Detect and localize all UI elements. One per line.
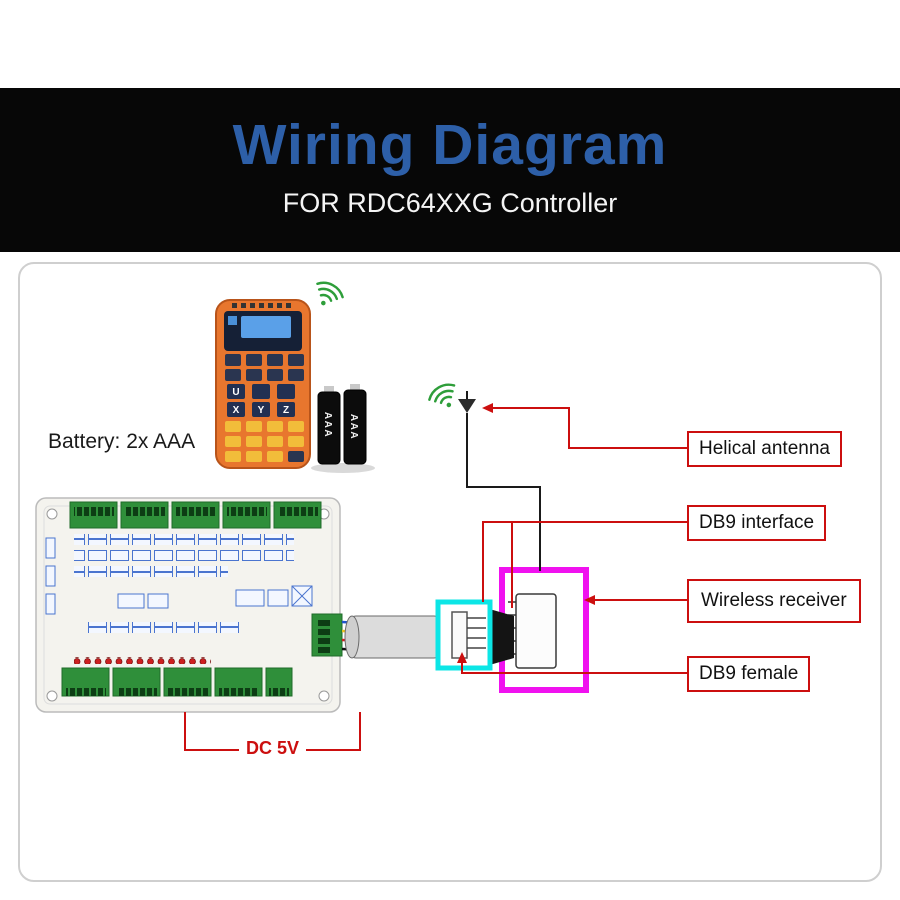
page-title: Wiring Diagram <box>232 113 668 177</box>
page-subtitle: FOR RDC64XXG Controller <box>282 188 618 218</box>
callout-wireless-receiver: Wireless receiver <box>687 579 861 623</box>
header-banner: Wiring Diagram FOR RDC64XXG Controller <box>0 88 900 252</box>
diagram-panel <box>18 262 882 882</box>
dc5v-label: DC 5V <box>239 737 307 760</box>
callout-db9-female: DB9 female <box>687 656 811 692</box>
callout-db9-interface: DB9 interface <box>687 505 827 541</box>
callout-helical-antenna: Helical antenna <box>687 431 842 467</box>
battery-label: Battery: 2x AAA <box>48 430 196 453</box>
